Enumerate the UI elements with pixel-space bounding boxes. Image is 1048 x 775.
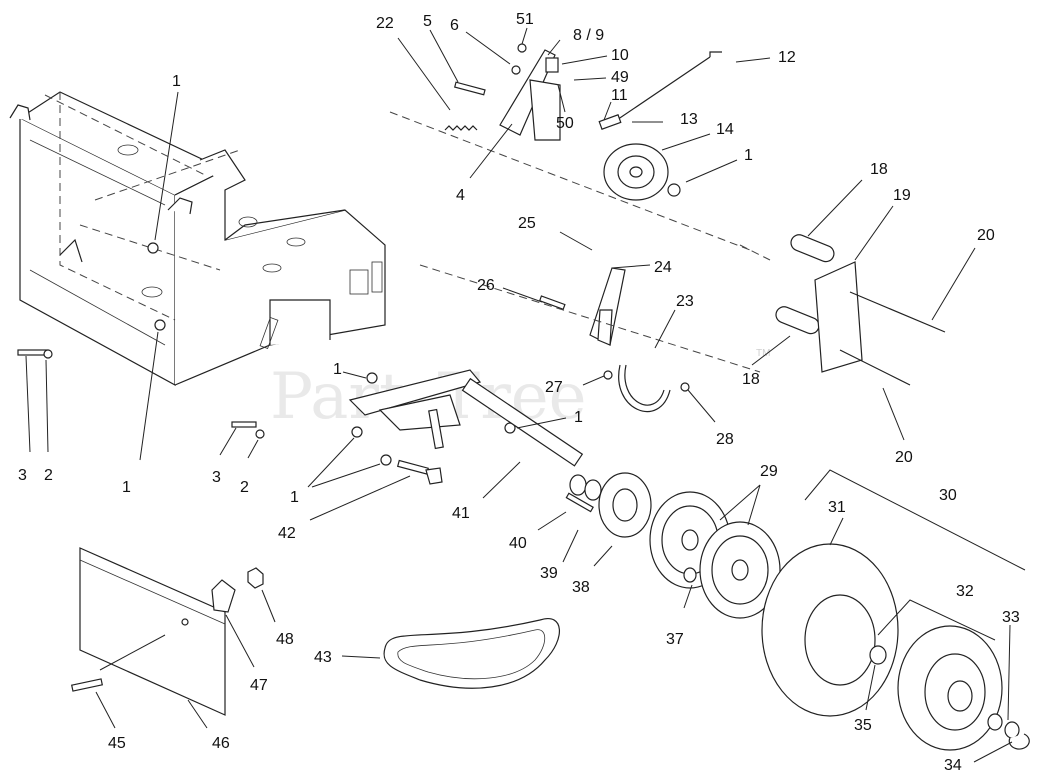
callout-30: 30 <box>939 487 957 504</box>
callout-51: 51 <box>516 11 534 28</box>
right-bracket <box>739 234 946 386</box>
callout-5: 5 <box>423 13 432 30</box>
callout-29: 29 <box>760 463 778 480</box>
callout-46: 46 <box>212 735 230 752</box>
guard-plate <box>70 547 264 716</box>
callout-8-9: 8 / 9 <box>573 27 604 44</box>
callout-23: 23 <box>676 293 694 310</box>
callout-19: 19 <box>893 187 911 204</box>
callout-6: 6 <box>450 17 459 34</box>
callout-48: 48 <box>276 631 294 648</box>
callout-1-upper-right: 1 <box>744 147 753 164</box>
drive-belt <box>383 618 560 689</box>
callout-37: 37 <box>666 631 684 648</box>
callout-27: 27 <box>545 379 563 396</box>
callout-22: 22 <box>376 15 394 32</box>
callout-2-left: 2 <box>44 467 53 484</box>
callout-26: 26 <box>477 277 495 294</box>
callout-11: 11 <box>611 87 628 104</box>
callout-4: 4 <box>456 187 465 204</box>
callout-47: 47 <box>250 677 268 694</box>
callout-38: 38 <box>572 579 590 596</box>
callout-12: 12 <box>778 49 796 66</box>
callout-43: 43 <box>314 649 332 666</box>
callout-3-mid: 3 <box>212 469 221 486</box>
callout-39: 39 <box>540 565 558 582</box>
callout-40: 40 <box>509 535 527 552</box>
callout-1-mid: 1 <box>333 361 342 378</box>
callout-1-upper-left: 1 <box>172 73 181 90</box>
callout-2-mid: 2 <box>240 479 249 496</box>
callout-1-lower-left: 1 <box>122 479 131 496</box>
callout-20-lower: 20 <box>895 449 913 466</box>
upper-linkage <box>389 43 751 251</box>
lower-arm-shaft <box>348 369 602 513</box>
callout-35: 35 <box>854 717 872 734</box>
callout-42: 42 <box>278 525 296 542</box>
callout-25: 25 <box>518 215 536 232</box>
callout-34: 34 <box>944 757 962 774</box>
callout-31: 31 <box>828 499 846 516</box>
callout-3-left: 3 <box>18 467 27 484</box>
callout-49: 49 <box>611 69 629 86</box>
callout-labels: 22 5 6 51 8 / 9 10 12 49 11 50 13 14 1 1… <box>18 11 1020 774</box>
middle-arm <box>419 264 761 412</box>
callout-28: 28 <box>716 431 734 448</box>
callout-1-lower-mid: 1 <box>290 489 299 506</box>
callout-33: 33 <box>1002 609 1020 626</box>
callout-18-lower: 18 <box>742 371 760 388</box>
callout-41: 41 <box>452 505 470 522</box>
callout-13: 13 <box>680 111 698 128</box>
callout-45: 45 <box>108 735 126 752</box>
leader-lines <box>25 27 1026 763</box>
callout-18-upper: 18 <box>870 161 888 178</box>
callout-1-shaft: 1 <box>574 409 583 426</box>
pulley-stack <box>598 472 781 619</box>
chassis-frame <box>9 91 516 466</box>
callout-10: 10 <box>611 47 629 64</box>
callout-32: 32 <box>956 583 974 600</box>
callout-14: 14 <box>716 121 734 138</box>
watermark-trademark: TM <box>756 348 770 359</box>
callout-24: 24 <box>654 259 672 276</box>
callout-20-upper: 20 <box>977 227 995 244</box>
wheel-assembly <box>761 543 1030 751</box>
callout-50: 50 <box>556 115 574 132</box>
